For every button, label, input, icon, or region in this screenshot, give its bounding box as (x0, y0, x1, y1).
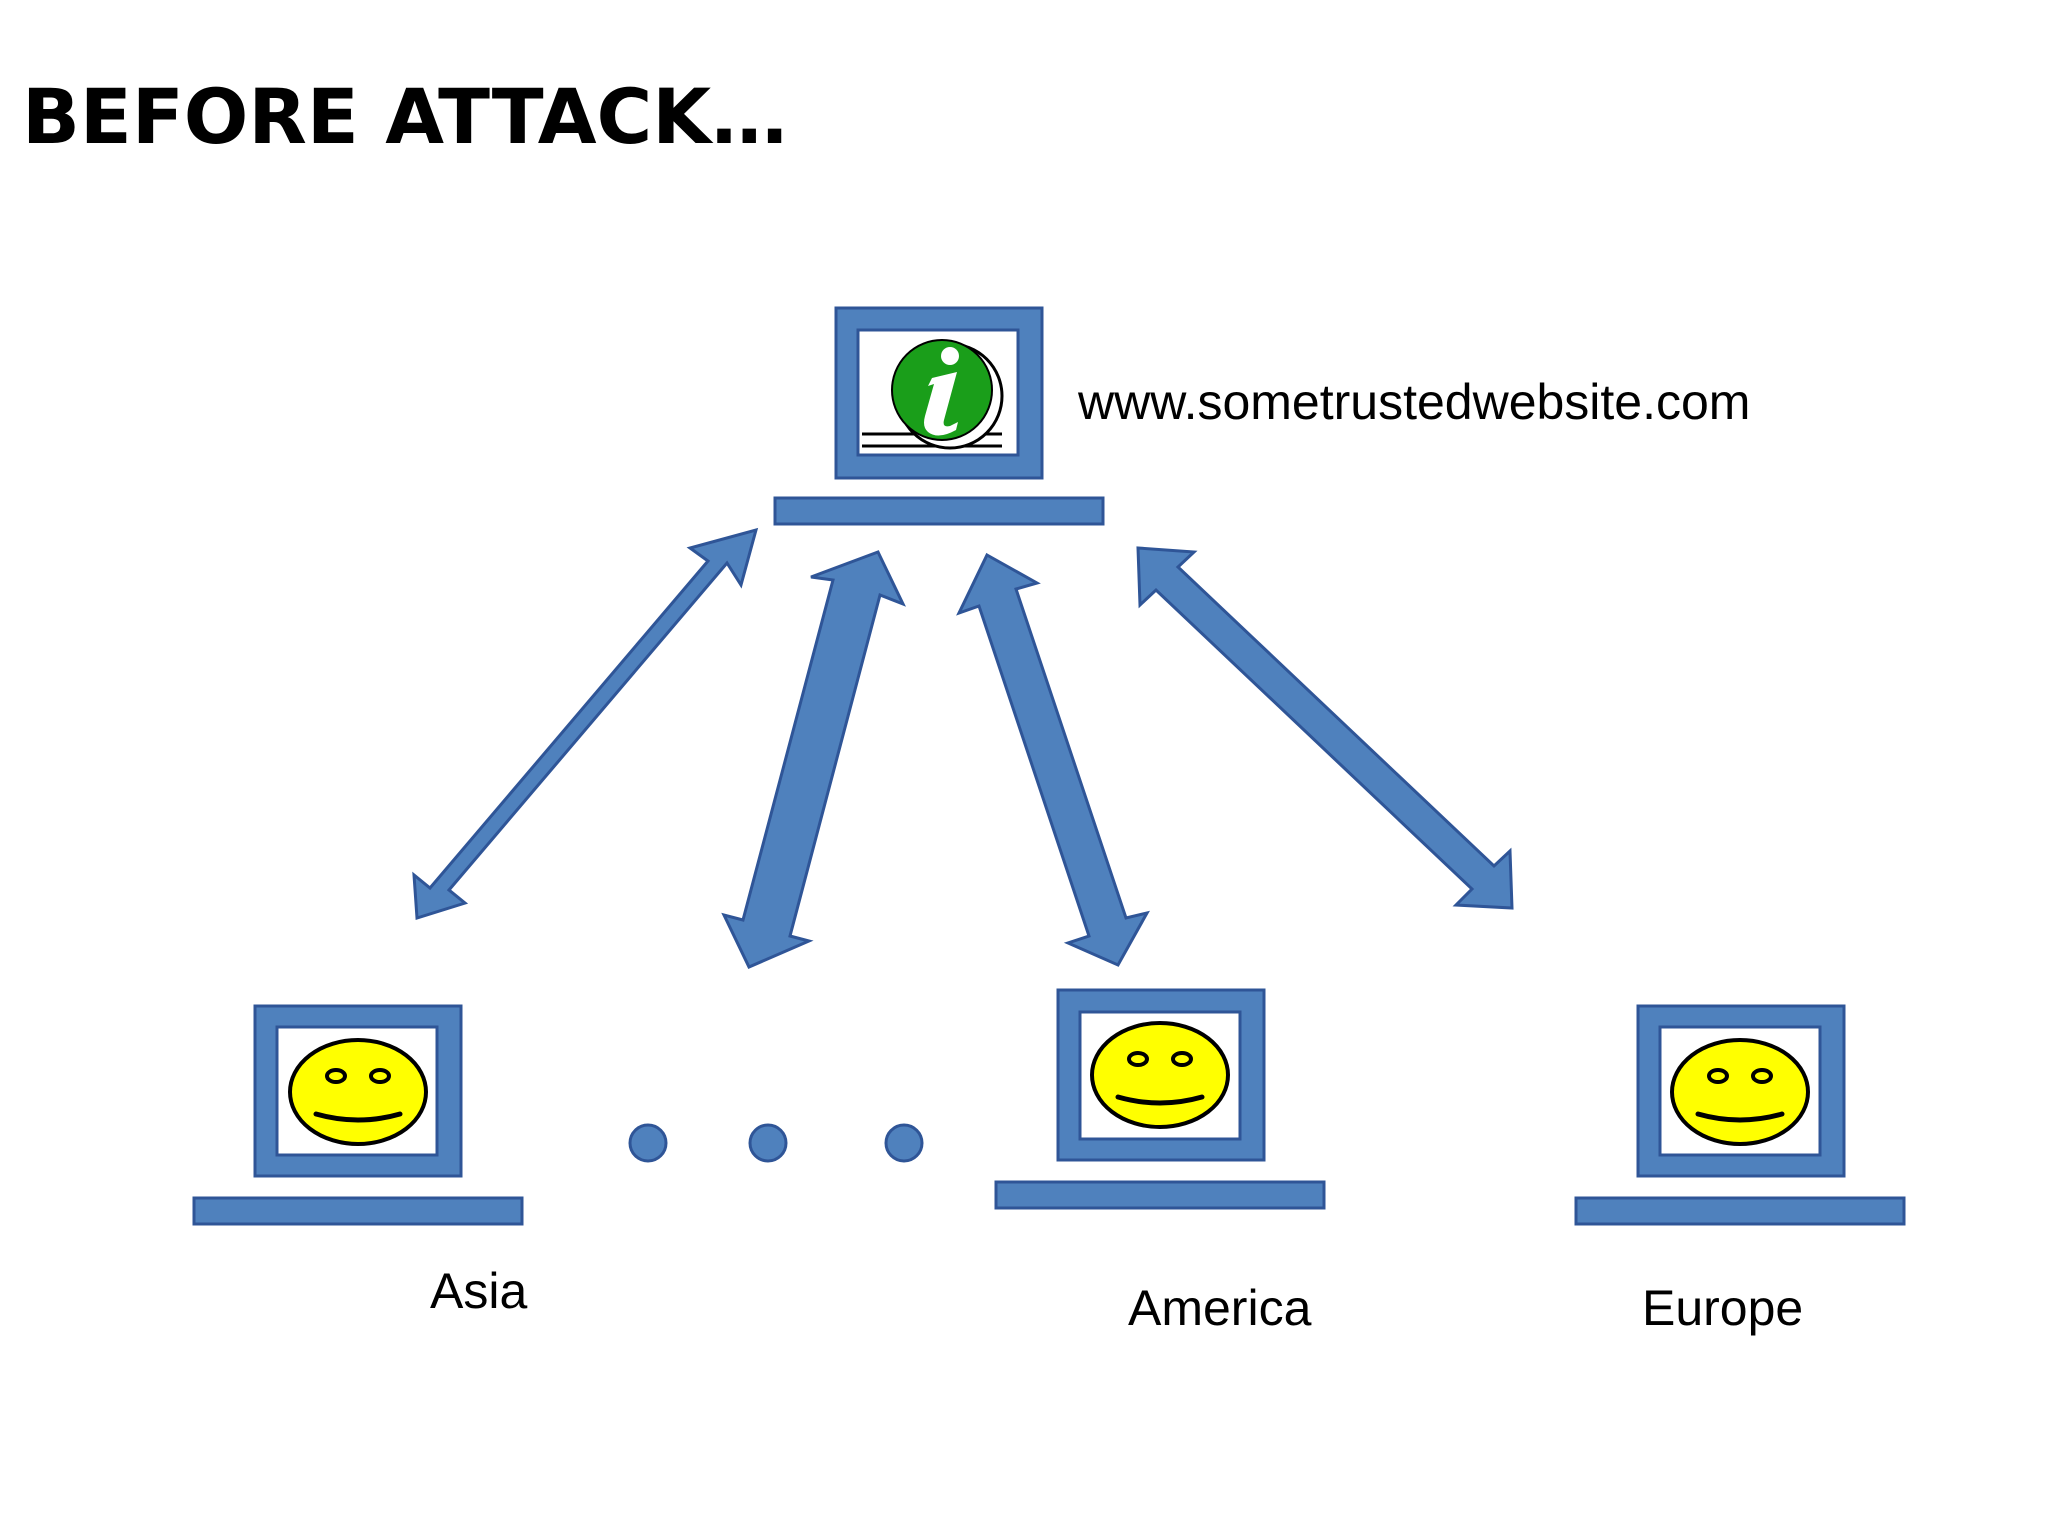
server-computer (773, 306, 1105, 526)
client-label-asia: Asia (430, 1263, 528, 1319)
client-computer-america (994, 988, 1326, 1210)
server-label: www.sometrustedwebsite.com (1078, 374, 1751, 430)
arrow-server-america (956, 552, 1150, 967)
arrow-server-europe (1136, 546, 1514, 910)
client-label-europe: Europe (1642, 1280, 1804, 1336)
arrow-server-middle (721, 550, 907, 969)
smiley-face-icon (290, 1040, 426, 1144)
ellipsis-dots (628, 1123, 924, 1163)
client-computer-europe (1574, 1004, 1906, 1226)
smiley-face-icon (1092, 1023, 1228, 1127)
arrow-server-asia (412, 527, 759, 920)
client-computer-asia (192, 1004, 524, 1226)
smiley-face-icon (1672, 1040, 1808, 1144)
page-title: BEFORE ATTACK… (22, 72, 788, 161)
client-label-america: America (1128, 1280, 1312, 1336)
info-icon (891, 339, 1004, 450)
